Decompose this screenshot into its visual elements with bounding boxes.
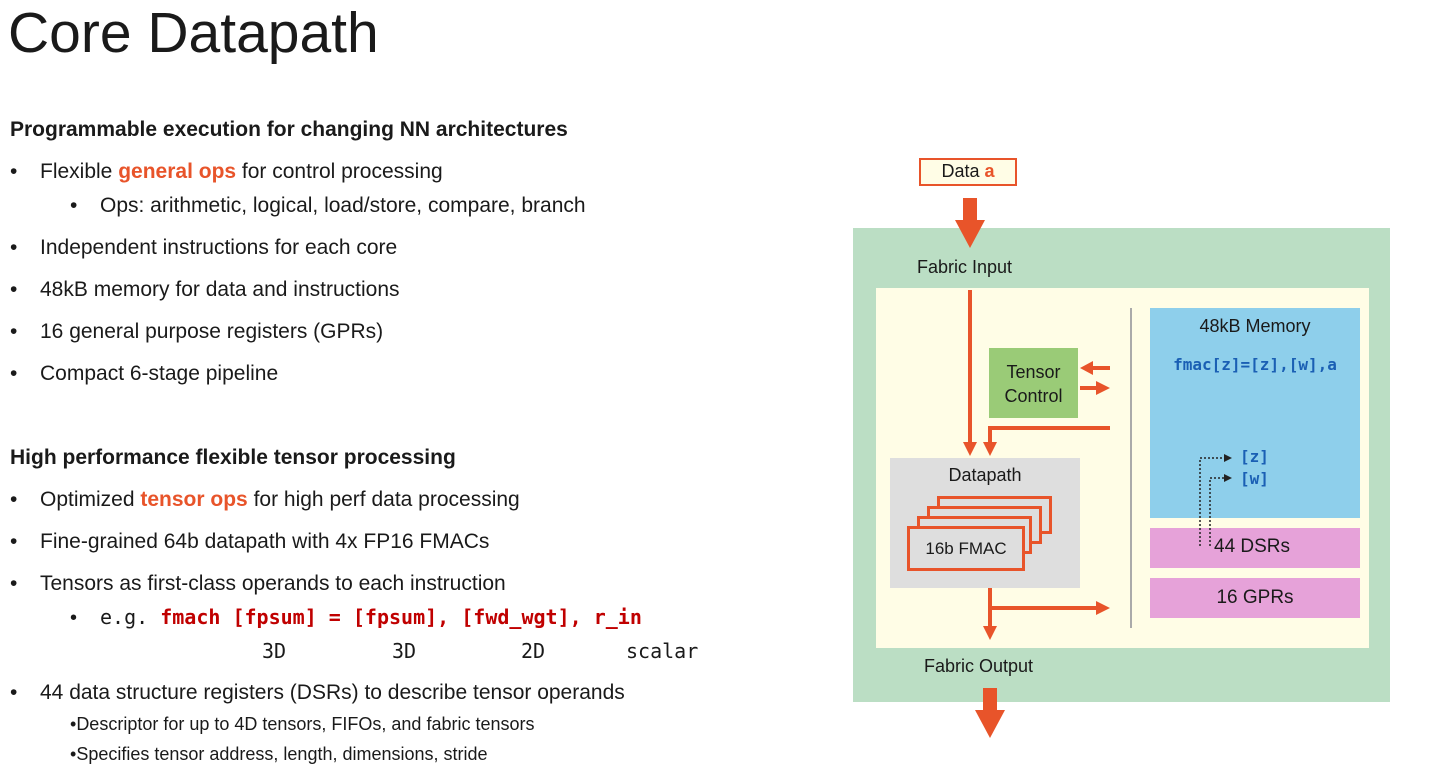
dim-label: 3D	[262, 639, 287, 663]
datapath-output-arrow	[983, 588, 1110, 640]
code-example: •e.g. fmach [fpsum] = [fpsum], [fwd_wgt]…	[70, 605, 642, 629]
bullet-tensor-ops: •Optimized tensor ops for high perf data…	[10, 488, 520, 511]
bullet-dsrs: •44 data structure registers (DSRs) to d…	[10, 681, 625, 704]
bullet-general-ops: •Flexible general ops for control proces…	[10, 160, 443, 183]
dim-label: 3D	[392, 639, 417, 663]
bullet-tensors-operands: •Tensors as first-class operands to each…	[10, 572, 506, 595]
fabric-output-label: Fabric Output	[924, 656, 1034, 676]
data-input-box: Data a	[919, 158, 1017, 186]
fabric-out-arrow	[975, 688, 1005, 738]
gprs-block: 16 GPRs	[1150, 578, 1360, 618]
sub-bullet-descriptor: •Descriptor for up to 4D tensors, FIFOs,…	[70, 714, 535, 734]
sub-bullet-specifies: •Specifies tensor address, length, dimen…	[70, 744, 488, 764]
bullet-pipeline: •Compact 6-stage pipeline	[10, 362, 279, 385]
fabric-input-label: Fabric Input	[917, 257, 1013, 277]
memory-to-datapath-arrow	[983, 426, 1110, 456]
dim-label: scalar	[626, 639, 699, 663]
highlight-tensor-ops: tensor ops	[140, 488, 248, 511]
highlight-general-ops: general ops	[118, 160, 237, 183]
datapath-label: Datapath	[948, 465, 1022, 485]
sub-bullet-ops: •Ops: arithmetic, logical, load/store, c…	[70, 194, 586, 217]
data-in-arrow	[955, 198, 985, 248]
fmac-unit-1: 16b FMAC	[907, 526, 1025, 571]
page-title: Core Datapath	[8, 1, 379, 65]
memory-code: fmac[z]=[z],[w],a	[1173, 355, 1337, 374]
memory-title: 48kB Memory	[1199, 316, 1311, 336]
section-heading-tensor: High performance flexible tensor process…	[10, 446, 456, 469]
dsrs-block	[1150, 528, 1360, 568]
bullet-independent-instructions: •Independent instructions for each core	[10, 236, 398, 259]
code-instruction: fmach [fpsum] = [fpsum], [fwd_wgt], r_in	[160, 605, 642, 629]
dsr-pointer-z	[1199, 454, 1232, 546]
bullet-datapath: •Fine-grained 64b datapath with 4x FP16 …	[10, 530, 490, 553]
dim-label: 2D	[521, 639, 546, 663]
dsr-pointer-w	[1209, 474, 1232, 546]
bullet-memory: •48kB memory for data and instructions	[10, 278, 400, 301]
bullet-gprs: •16 general purpose registers (GPRs)	[10, 320, 384, 343]
tensor-control-in-arrow	[1080, 361, 1110, 375]
bullet-dot: •	[10, 160, 18, 183]
memory-reg-z: [z]	[1240, 447, 1269, 466]
input-to-datapath-arrow	[963, 290, 977, 456]
memory-reg-w: [w]	[1240, 469, 1269, 488]
dsrs-label: 44 DSRs	[1214, 536, 1291, 557]
memory-block	[1150, 308, 1360, 518]
section-heading-programmable: Programmable execution for changing NN a…	[10, 118, 568, 141]
tensor-control-out-arrow	[1080, 381, 1110, 395]
divider-line	[1130, 308, 1132, 628]
